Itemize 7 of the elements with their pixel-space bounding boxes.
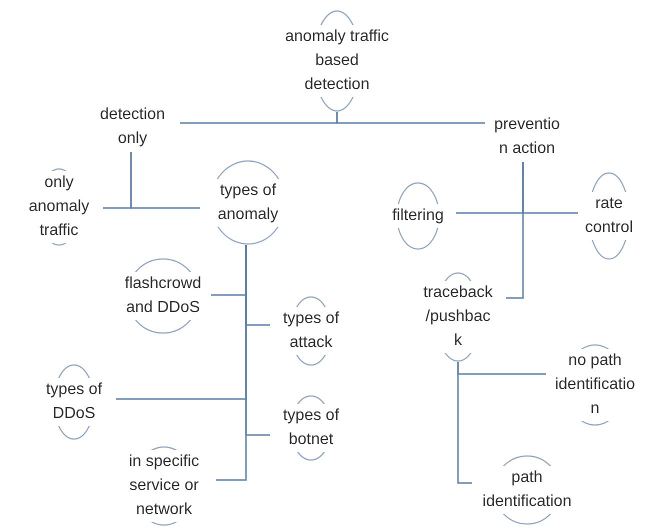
node-label: anomaly traffic based detection <box>285 25 389 97</box>
connector-line <box>130 152 200 209</box>
connector-line <box>506 162 524 299</box>
connector-line <box>457 362 472 484</box>
connector-line <box>336 112 485 124</box>
node-label: filtering <box>392 204 444 228</box>
connector-line <box>216 245 247 481</box>
